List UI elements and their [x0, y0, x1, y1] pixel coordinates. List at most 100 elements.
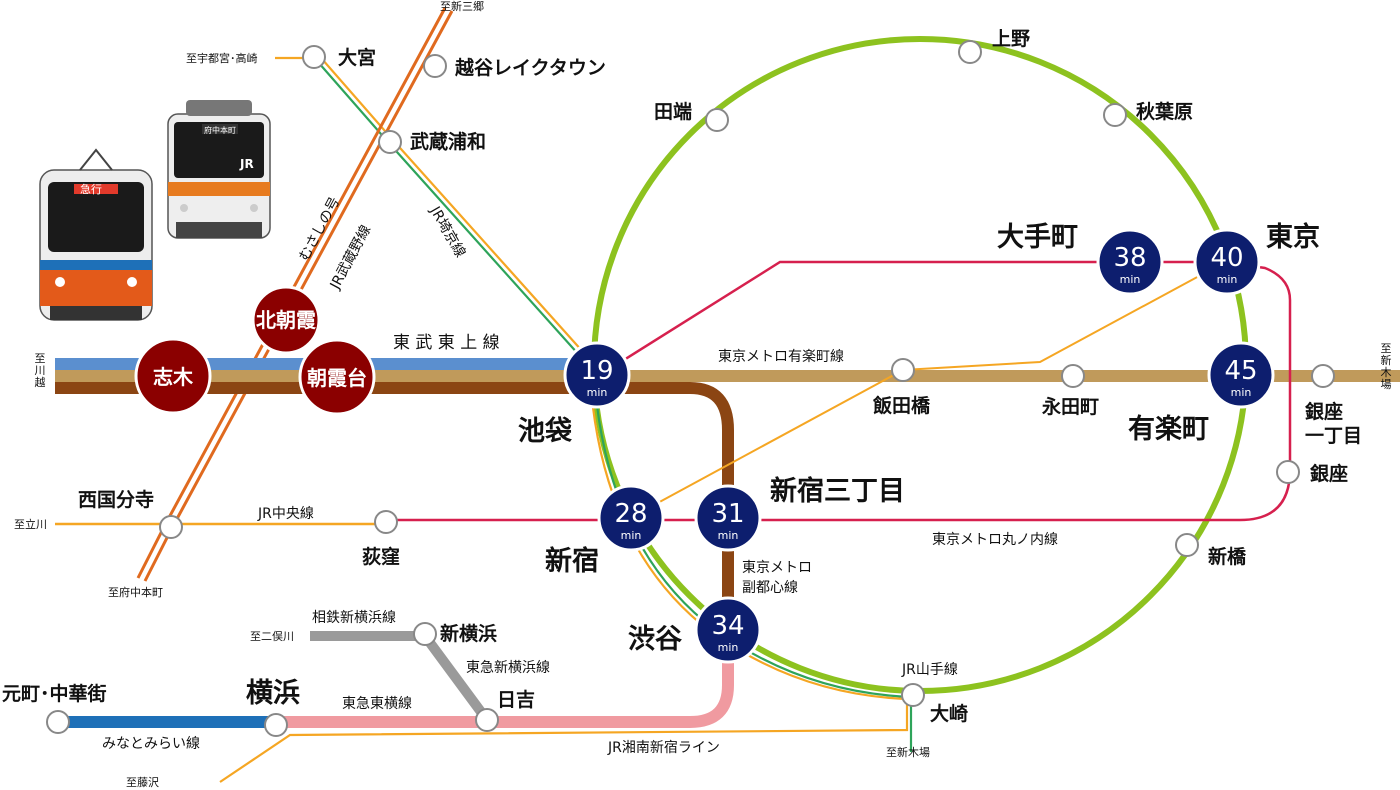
jr-train-dest: 府中本町: [204, 125, 236, 135]
fukutoshin-line-east: [600, 382, 734, 625]
station-hiyoshi[interactable]: [475, 708, 499, 732]
direction-utsunomiya: 至宇都宮･高崎: [186, 51, 258, 65]
label-akihabara: 秋葉原: [1136, 100, 1193, 123]
hub-ikebukuro[interactable]: 19 min: [563, 341, 631, 409]
hub-shinjuku3-min: 31: [711, 499, 744, 529]
station-nishikokubunji[interactable]: [159, 515, 183, 539]
label-tokyo: 東京: [1266, 221, 1320, 253]
label-musashiurawa: 武蔵浦和: [410, 130, 486, 153]
station-nagatacho[interactable]: [1061, 364, 1085, 388]
label-yamanote-line: JR山手線: [901, 662, 958, 678]
label-shinyokohama-line: 東急新横浜線: [466, 660, 550, 676]
hub-min-unit: min: [718, 529, 739, 542]
hub-yurakucho[interactable]: 45 min: [1207, 341, 1275, 409]
station-akihabara[interactable]: [1103, 103, 1127, 127]
hub-tokyo-min: 40: [1210, 243, 1243, 273]
label-tobu-tojo-line: 東 武 東 上 線: [393, 333, 500, 353]
label-yurakucho: 有楽町: [1128, 414, 1209, 445]
station-omiya[interactable]: [302, 45, 326, 69]
label-chuo-line: JR中央線: [257, 506, 314, 522]
station-motomachi[interactable]: [46, 710, 70, 734]
hub-stations: 19 min 28 min 31 min 34 min 38 min 40 mi…: [563, 228, 1275, 664]
origin-shiki-label: 志木: [153, 365, 194, 389]
label-shimbashi: 新橋: [1208, 545, 1247, 568]
hub-shinjuku-min: 28: [614, 499, 647, 529]
label-ikebukuro: 池袋: [518, 416, 573, 447]
station-tabata[interactable]: [705, 108, 729, 132]
label-osaki: 大崎: [930, 702, 968, 725]
station-ueno[interactable]: [958, 40, 982, 64]
label-ginza1-line1: 銀座: [1305, 400, 1343, 423]
shonan-line-south: [219, 697, 909, 783]
tobu-train-dest: 急行: [80, 182, 102, 196]
direction-tachikawa: 至立川: [14, 517, 47, 531]
label-ogikubo: 荻窪: [362, 545, 400, 568]
direction-shinkiba-right: 至新木場: [1381, 342, 1392, 391]
jr-train-illustration: 府中本町 JR: [167, 100, 271, 239]
yamanote-line: [591, 36, 1249, 694]
hub-min-unit: min: [718, 641, 739, 654]
hub-min-unit: min: [1120, 273, 1141, 286]
label-koshigaya: 越谷レイクタウン: [454, 56, 606, 79]
tobu-train-illustration: 急行: [39, 148, 153, 321]
station-ginza[interactable]: [1276, 460, 1300, 484]
direction-shinkiba: 至新木場: [886, 745, 930, 759]
station-shinyokohama[interactable]: [413, 622, 437, 646]
yurakucho-line: [55, 370, 1400, 382]
label-marunouchi-line: 東京メトロ丸ノ内線: [932, 532, 1058, 548]
label-shinjuku3: 新宿三丁目: [770, 475, 905, 507]
hub-min-unit: min: [587, 386, 608, 399]
saikyo-line-north: [317, 61, 598, 376]
hub-yurakucho-min: 45: [1224, 356, 1257, 386]
origin-kitaasaka[interactable]: 北朝霞: [251, 285, 321, 355]
label-shinjuku: 新宿: [545, 545, 599, 577]
shonan-line-north: [321, 58, 602, 373]
label-shonan-line: JR湘南新宿ライン: [607, 739, 720, 756]
origin-asakadai[interactable]: 朝霞台: [298, 338, 376, 416]
direction-fujisawa: 至藤沢: [126, 775, 159, 789]
label-sotetsu-line: 相鉄新横浜線: [312, 610, 396, 626]
label-otemachi: 大手町: [997, 222, 1078, 253]
station-ginza-1chome[interactable]: [1311, 364, 1335, 388]
label-motomachi: 元町･中華街: [2, 682, 107, 705]
station-iidabashi[interactable]: [891, 358, 915, 382]
label-iidabashi: 飯田橋: [872, 394, 931, 417]
origin-stations: 志木 北朝霞 朝霞台: [134, 285, 376, 416]
minatomirai-line: [58, 716, 276, 728]
label-omiya: 大宮: [338, 46, 376, 69]
station-shimbashi[interactable]: [1175, 533, 1199, 557]
direction-kawagoe: 至川越: [35, 352, 46, 389]
hub-tokyo[interactable]: 40 min: [1193, 228, 1261, 296]
direction-fuchuhonmachi: 至府中本町: [108, 585, 163, 599]
station-musashiurawa[interactable]: [378, 130, 402, 154]
toyoko-line: [275, 630, 734, 728]
label-ueno: 上野: [992, 28, 1030, 50]
label-shinyokohama: 新横浜: [440, 622, 497, 645]
hub-ikebukuro-min: 19: [580, 356, 613, 386]
hub-otemachi-min: 38: [1113, 243, 1146, 273]
label-ginza: 銀座: [1310, 462, 1348, 485]
label-minatomirai-line: みなとみらい線: [102, 736, 200, 752]
stations: [46, 40, 1335, 737]
hub-min-unit: min: [1231, 386, 1252, 399]
hub-min-unit: min: [621, 529, 642, 542]
chuo-rapid-connector: [629, 261, 1226, 519]
station-koshigaya[interactable]: [423, 54, 447, 78]
station-osaki[interactable]: [901, 683, 925, 707]
hub-shinjuku3[interactable]: 31 min: [694, 484, 762, 552]
label-tabata: 田端: [654, 100, 692, 123]
label-fukutoshin-line-2: 副都心線: [742, 580, 798, 596]
station-ogikubo[interactable]: [374, 510, 398, 534]
origin-shiki[interactable]: 志木: [134, 337, 212, 415]
hub-shinjuku[interactable]: 28 min: [597, 484, 665, 552]
hub-shibuya-min: 34: [711, 611, 744, 641]
hub-otemachi[interactable]: 38 min: [1096, 228, 1164, 296]
origin-asakadai-label: 朝霞台: [307, 366, 367, 390]
hub-shibuya[interactable]: 34 min: [694, 596, 762, 664]
label-hiyoshi: 日吉: [497, 688, 535, 711]
station-yokohama[interactable]: [264, 713, 288, 737]
label-saikyo-line: JR埼京線: [426, 203, 468, 260]
label-musashino-line: JR武蔵野線: [327, 223, 374, 293]
